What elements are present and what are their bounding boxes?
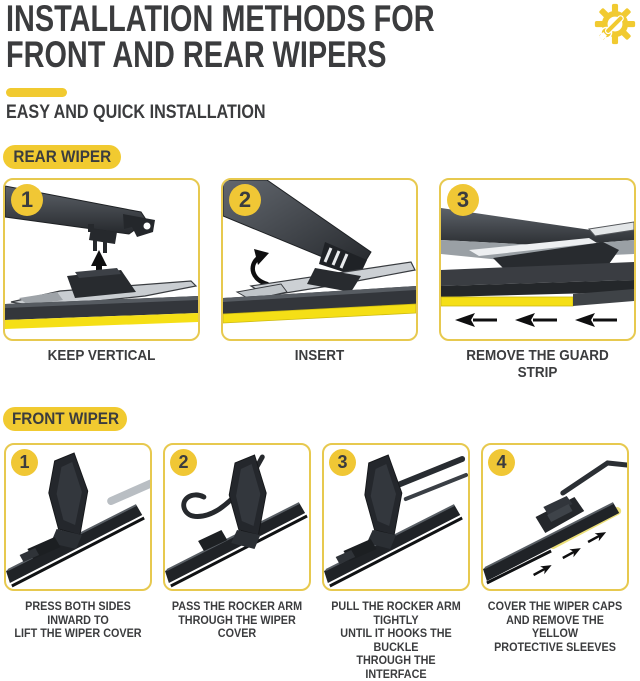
rear-wiper-section-label: REAR WIPER [3,145,121,169]
front-wiper-section-label: FRONT WIPER [3,407,127,431]
rear-step-3-panel: 3 [439,178,636,341]
wiper-blade-shape [5,268,198,329]
page-subtitle: EASY AND QUICK INSTALLATION [6,102,266,123]
front-step-4-caption: COVER THE WIPER CAPS AND REMOVE THE YELL… [487,599,623,654]
title-underline-bar [6,88,67,97]
guard-strip-shape [223,303,416,324]
front-step-1-illustration [6,452,150,588]
hinge-claw-shape [335,539,377,564]
wiper-blade-shape [483,502,620,585]
left-arrows-icon [455,313,617,327]
front-step-1-caption: PRESS BOTH SIDES INWARD TO LIFT THE WIPE… [14,599,142,640]
rear-step-1-number-badge: 1 [11,184,43,216]
rocker-arm-shape [560,460,627,496]
front-step-3-illustration [324,454,468,588]
guard-strip-shape [441,296,574,307]
curved-arrow-icon [250,249,270,287]
rear-step-1-illustration [5,185,198,329]
rear-step-2-number-badge: 2 [229,184,261,216]
gear-wrench-icon [594,3,636,45]
front-step-2-number-badge: 2 [170,449,197,476]
buckle-shape [198,530,228,551]
front-step-4-illustration [483,460,627,585]
rear-step-3-illustration [441,208,634,327]
front-step-3-caption: PULL THE ROCKER ARM TIGHTLY UNTIL IT HOO… [331,599,461,681]
rear-step-3-number-badge: 3 [447,184,479,216]
front-step-3-panel: 3 [322,443,470,591]
arm-lower-rod-shape [403,473,468,501]
front-step-4-number-badge: 4 [488,449,515,476]
front-step-1-panel: 1 [4,443,152,591]
rear-step-1-panel: 1 [3,178,200,341]
lifted-cover-shape [228,454,267,549]
hinge-claw-shape [19,537,61,562]
front-step-4-panel: 4 [481,443,629,591]
page-title-line-1: INSTALLATION METHODS FOR [6,0,435,39]
page-title-line-2: FRONT AND REAR WIPERS [6,34,387,75]
guard-strip-shape [5,313,198,329]
wiper-arm-stub-shape [107,479,150,505]
rear-step-2-caption: INSERT [294,347,345,364]
front-step-2-panel: 2 [163,443,311,591]
rear-step-2-panel: 2 [221,178,418,341]
lifted-cover-shape [48,452,89,549]
rear-step-1-caption: KEEP VERTICAL [47,347,156,364]
front-step-1-number-badge: 1 [11,449,38,476]
rocker-arm-shape [395,456,466,488]
wiper-cap-shape [535,496,585,533]
front-step-3-number-badge: 3 [329,449,356,476]
wiper-blade-closeup-shape [441,208,634,307]
lifted-cover-shape [364,454,403,549]
front-step-2-caption: PASS THE ROCKER ARM THROUGH THE WIPER CO… [171,599,303,640]
front-step-2-illustration [165,454,308,588]
wiper-blade-shape [223,261,416,324]
rear-step-3-caption: REMOVE THE GUARD STRIP [466,347,609,381]
up-right-arrows-icon [533,532,607,577]
